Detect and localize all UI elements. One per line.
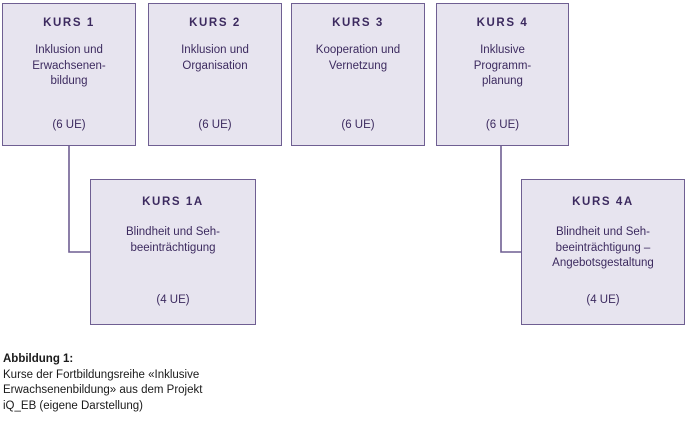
course-box-kurs-3[interactable]: KURS 3 Kooperation und Vernetzung (6 UE): [291, 3, 425, 146]
course-description: Blindheit und Seh- beeinträchtigung: [126, 226, 220, 254]
course-description: Inklusive Programm- planung: [473, 44, 532, 87]
course-units: (4 UE): [156, 294, 190, 306]
course-units: (6 UE): [198, 119, 232, 131]
course-box-kurs-1[interactable]: KURS 1 Inklusion und Erwachsenen- bildun…: [2, 3, 136, 146]
course-description: Blindheit und Seh- beeinträchtigung – An…: [552, 226, 654, 269]
course-title: KURS 2: [189, 17, 241, 29]
course-title: KURS 1A: [142, 196, 204, 208]
course-box-kurs-4[interactable]: KURS 4 Inklusive Programm- planung (6 UE…: [436, 3, 569, 146]
caption-text: Kurse der Fortbildungsreihe «Inklusive E…: [3, 368, 203, 412]
course-units: (6 UE): [485, 119, 520, 131]
course-description: Kooperation und Vernetzung: [315, 44, 401, 72]
course-title: KURS 3: [332, 17, 384, 29]
course-box-kurs-1a[interactable]: KURS 1A Blindheit und Seh- beeinträchtig…: [90, 179, 256, 325]
course-title: KURS 4A: [572, 196, 634, 208]
course-title: KURS 1: [43, 17, 95, 29]
connector-kurs1-to-kurs1a: [68, 146, 90, 253]
course-box-kurs-4a[interactable]: KURS 4A Blindheit und Seh- beeinträchtig…: [521, 179, 685, 325]
course-diagram: KURS 1 Inklusion und Erwachsenen- bildun…: [2, 3, 685, 325]
course-units: (6 UE): [52, 119, 86, 131]
course-description: Inklusion und Organisation: [181, 44, 249, 72]
connector-kurs4-to-kurs4a: [500, 146, 521, 253]
course-description: Inklusion und Erwachsenen- bildung: [32, 44, 106, 87]
course-title: KURS 4: [476, 17, 529, 29]
course-box-kurs-2[interactable]: KURS 2 Inklusion und Organisation (6 UE): [148, 3, 282, 146]
course-units: (6 UE): [341, 119, 375, 131]
course-units: (4 UE): [586, 294, 620, 306]
figure-caption: Abbildung 1: Kurse der Fortbildungsreihe…: [3, 352, 423, 414]
caption-label: Abbildung 1:: [3, 353, 74, 365]
